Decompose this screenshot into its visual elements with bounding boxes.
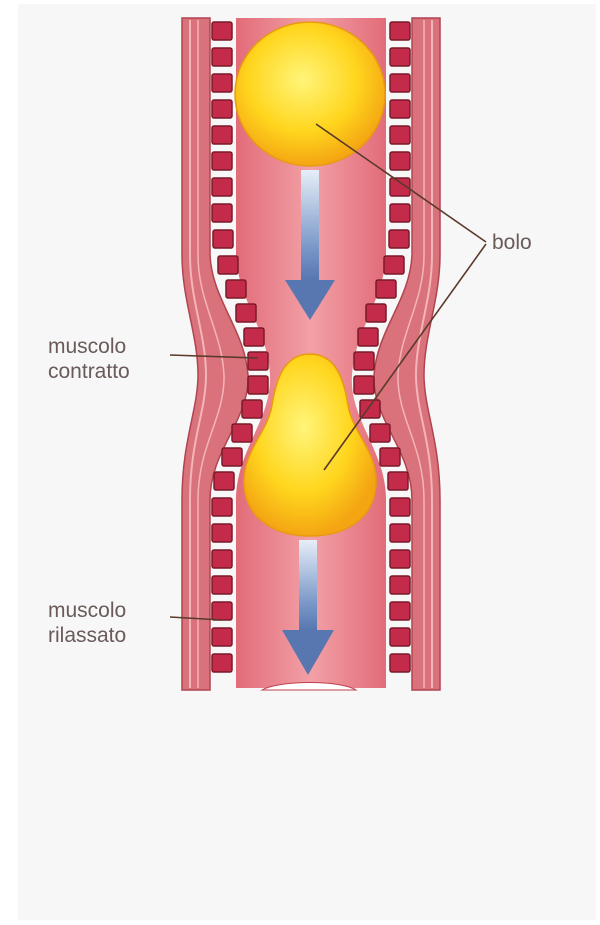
label-bolo-text: bolo — [492, 230, 532, 255]
label-relaxed-line2: rilassato — [48, 623, 126, 648]
label-bolo: bolo — [492, 230, 532, 255]
label-relaxed-line1: muscolo — [48, 598, 126, 623]
label-contracted-line2: contratto — [48, 359, 130, 384]
label-muscolo-rilassato: muscolo rilassato — [48, 598, 126, 648]
label-contracted-line1: muscolo — [48, 334, 130, 359]
label-muscolo-contratto: muscolo contratto — [48, 334, 130, 384]
bolus-upper — [235, 22, 385, 166]
